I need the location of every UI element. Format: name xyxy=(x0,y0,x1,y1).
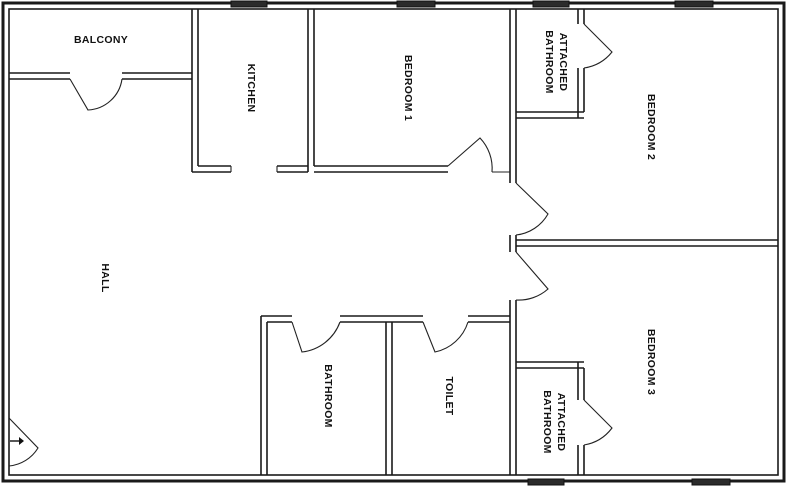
bedroom2-label: BEDROOM 2 xyxy=(645,94,657,160)
doors xyxy=(8,23,613,467)
windows xyxy=(230,0,731,486)
bedroom3-label: BEDROOM 3 xyxy=(645,329,657,395)
bedroom1-label: BEDROOM 1 xyxy=(402,55,414,121)
attached-bathroom-bottom-line2: BATHROOM xyxy=(541,390,553,453)
kitchen-label: KITCHEN xyxy=(245,64,257,113)
balcony-label: BALCONY xyxy=(74,34,128,46)
entry-arrow-icon xyxy=(10,437,24,445)
attached-bathroom-top-line1: ATTACHED xyxy=(557,33,569,92)
attached-bathroom-top-line2: BATHROOM xyxy=(543,30,555,93)
attached-bathroom-bottom-line1: ATTACHED xyxy=(555,393,567,452)
hall-label: HALL xyxy=(99,263,111,292)
interior-walls xyxy=(9,9,778,475)
bathroom-label: BATHROOM xyxy=(322,364,334,427)
toilet-label: TOILET xyxy=(443,377,455,416)
